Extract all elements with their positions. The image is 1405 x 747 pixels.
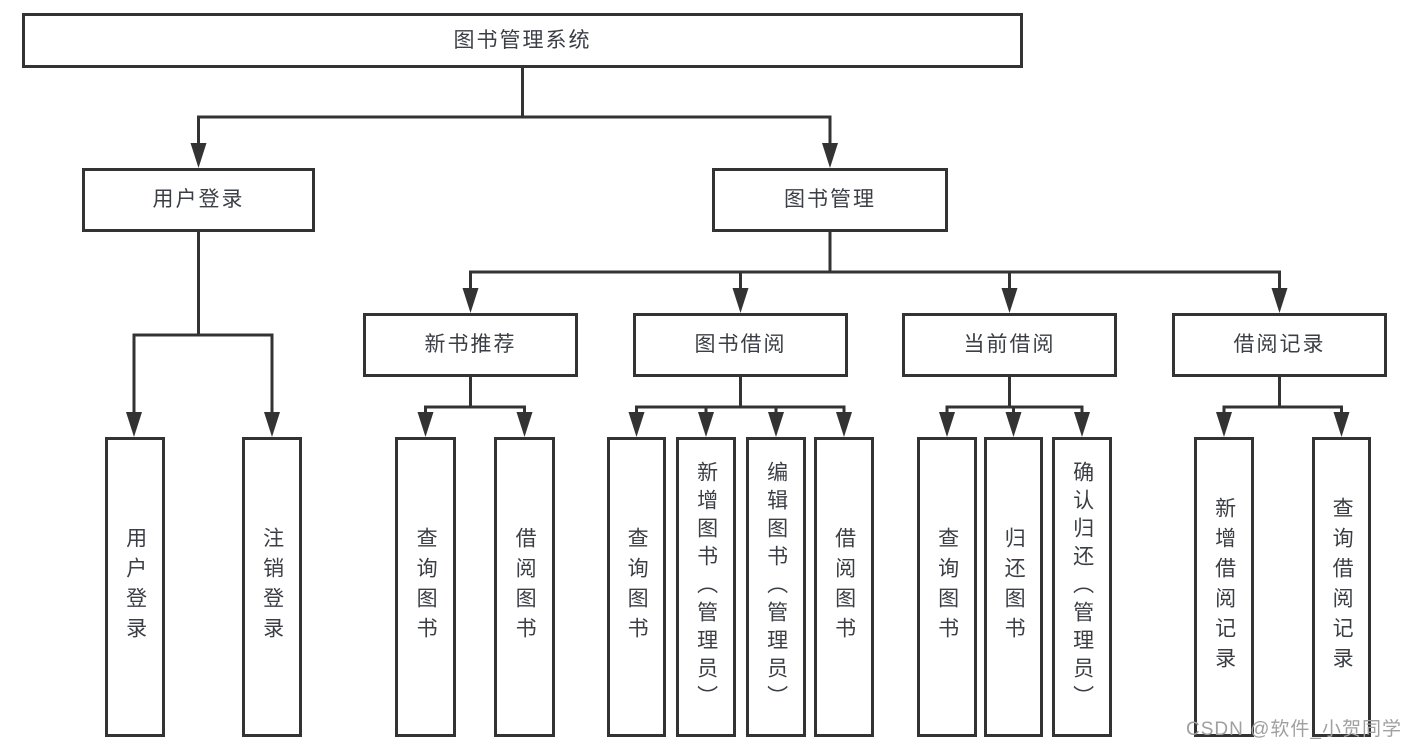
arrowhead-icon [822,143,838,168]
connector-user-login-children [126,232,280,437]
arrowhead-icon [628,412,645,437]
arrowhead-icon [1005,412,1022,437]
leaf-confirm-return-admin: 确认归还（管理员） [1052,437,1112,737]
node-new-book-recommend: 新书推荐 [363,313,578,377]
connector-root-to-level2 [190,68,838,168]
node-book-borrow: 图书借阅 [633,313,848,377]
arrowhead-icon [1001,288,1018,313]
csdn-watermark: CSDN @软件_小贺同学 [1186,719,1402,740]
connector-book-borrow-children [628,377,852,437]
node-book-management: 图书管理 [712,168,948,232]
arrowhead-icon [698,412,714,437]
arrowhead-icon [1271,288,1288,313]
leaf-user-login: 用户登录 [105,437,165,737]
connector-new-books-children [417,377,533,437]
arrowhead-icon [417,412,434,437]
connector-book-mgmt-to-level3 [462,232,1288,313]
connector-current-borrow-children [939,377,1090,437]
arrowhead-icon [1074,412,1090,437]
leaf-query-books-current: 查询图书 [917,437,977,737]
leaf-add-borrow-record: 新增借阅记录 [1194,437,1254,737]
leaf-return-books: 归还图书 [984,437,1043,737]
node-root: 图书管理系统 [22,13,1023,68]
arrowhead-icon [1333,412,1350,437]
node-borrow-records: 借阅记录 [1172,313,1387,377]
arrowhead-icon [190,143,207,168]
node-user-login: 用户登录 [82,168,315,232]
leaf-logout: 注销登录 [242,437,302,737]
leaf-borrow-books: 借阅图书 [814,437,874,737]
arrowhead-icon [732,288,749,313]
connector-borrow-records-children [1216,377,1350,437]
leaf-query-borrow-record: 查询借阅记录 [1312,437,1371,737]
leaf-edit-books-admin: 编辑图书（管理员） [746,437,806,737]
leaf-add-books-admin: 新增图书（管理员） [676,437,736,737]
arrowhead-icon [462,288,479,313]
leaf-borrow-books-recommend: 借阅图书 [494,437,555,737]
arrowhead-icon [768,412,784,437]
arrowhead-icon [1216,412,1232,437]
arrowhead-icon [264,412,280,437]
arrowhead-icon [939,412,955,437]
arrowhead-icon [516,412,533,437]
leaf-query-books-borrow: 查询图书 [607,437,666,737]
leaf-query-books-recommend: 查询图书 [395,437,456,737]
node-current-borrow: 当前借阅 [902,313,1117,377]
arrowhead-icon [836,412,852,437]
arrowhead-icon [126,412,142,437]
